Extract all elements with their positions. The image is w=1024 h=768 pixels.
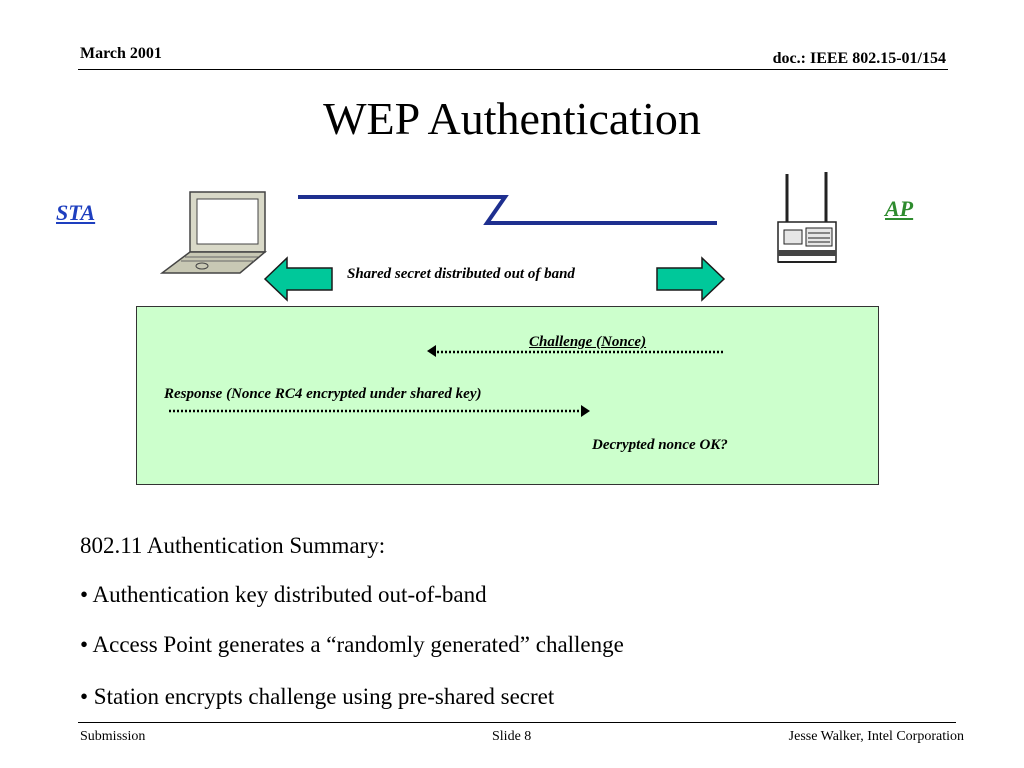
ap-label: AP <box>885 196 914 221</box>
decrypted-nonce-label: Decrypted nonce OK? <box>592 437 728 453</box>
sta-label: STA <box>56 200 96 225</box>
footer-submission: Submission <box>80 729 146 744</box>
challenge-arrow <box>427 345 725 357</box>
response-label: Response (Nonce RC4 encrypted under shar… <box>164 386 482 402</box>
summary-bullet: • Authentication key distributed out-of-… <box>80 582 487 607</box>
header-doc-id: doc.: IEEE 802.15-01/154 <box>772 50 946 67</box>
shared-secret-label: Shared secret distributed out of band <box>347 266 575 282</box>
summary-heading: 802.11 Authentication Summary: <box>80 533 386 558</box>
response-arrow <box>169 405 590 417</box>
wireless-link <box>298 195 717 225</box>
left-block-arrow <box>263 256 333 302</box>
footer-rule <box>78 722 956 723</box>
footer-author: Jesse Walker, Intel Corporation <box>788 729 964 744</box>
footer-slide-number: Slide 8 <box>492 729 532 744</box>
header-rule <box>78 69 948 70</box>
slide-title: WEP Authentication <box>323 93 701 144</box>
right-block-arrow <box>656 256 726 302</box>
header-date: March 2001 <box>80 45 162 62</box>
summary-bullet: • Access Point generates a “randomly gen… <box>80 632 624 657</box>
access-point-icon <box>777 172 837 263</box>
laptop-icon <box>160 191 268 274</box>
authentication-exchange-box <box>136 306 879 485</box>
challenge-label: Challenge (Nonce) <box>529 334 647 350</box>
summary-bullet: • Station encrypts challenge using pre-s… <box>80 684 555 709</box>
